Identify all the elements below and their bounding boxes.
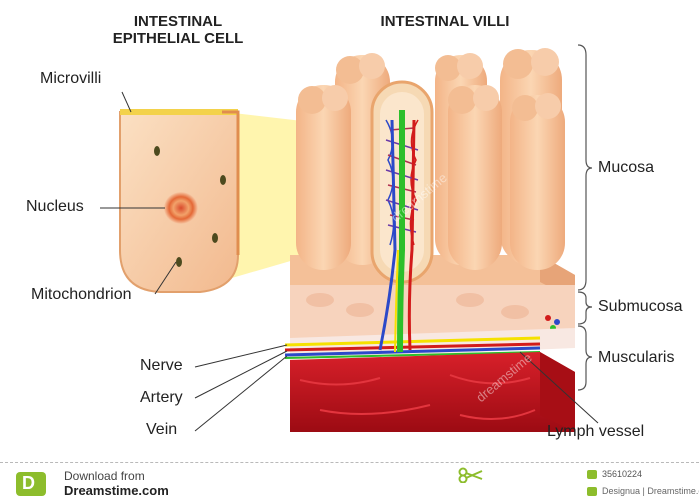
villus bbox=[510, 95, 565, 270]
villus bbox=[296, 85, 351, 270]
image-id-text: 35610224 bbox=[602, 469, 642, 479]
label-mitochondrion: Mitochondrion bbox=[31, 286, 132, 304]
dreamstime-logo-icon: D bbox=[16, 472, 46, 496]
download-from-text: Download from bbox=[64, 469, 145, 483]
label-muscularis: Muscularis bbox=[598, 349, 674, 367]
mitochondrion-shape-2 bbox=[220, 175, 226, 185]
label-artery: Artery bbox=[140, 389, 183, 407]
villi-title: INTESTINAL VILLI bbox=[360, 13, 530, 30]
logo-glyph: D bbox=[22, 473, 35, 494]
label-nerve: Nerve bbox=[140, 357, 183, 375]
label-mucosa: Mucosa bbox=[598, 159, 654, 177]
villus bbox=[448, 85, 502, 270]
layer-brackets bbox=[578, 45, 592, 390]
scissors-icon bbox=[458, 467, 484, 483]
copyright-icon bbox=[587, 487, 597, 496]
copyright-text: Designua | Dreamstime.com bbox=[587, 486, 699, 496]
site-name-link[interactable]: Dreamstime.com bbox=[64, 483, 169, 498]
label-lymph-vessel: Lymph vessel bbox=[547, 423, 644, 441]
mitochondrion-shape bbox=[154, 146, 160, 156]
footer-bar: D Download from Dreamstime.com 35610224 … bbox=[0, 462, 699, 502]
id-icon bbox=[587, 470, 597, 479]
label-nucleus: Nucleus bbox=[26, 198, 84, 216]
nucleus-shape bbox=[164, 192, 198, 224]
label-vein: Vein bbox=[146, 421, 177, 439]
villi-group bbox=[296, 48, 565, 282]
muscularis-block bbox=[290, 352, 575, 432]
label-submucosa: Submucosa bbox=[598, 298, 683, 316]
mitochondrion-shape-3 bbox=[176, 257, 182, 267]
copyright-value: Designua | Dreamstime.com bbox=[602, 486, 699, 496]
image-id: 35610224 bbox=[587, 469, 642, 479]
mitochondrion-shape-4 bbox=[212, 233, 218, 243]
cell-title: INTESTINAL EPITHELIAL CELL bbox=[88, 13, 268, 47]
epithelial-cell bbox=[120, 112, 238, 292]
label-microvilli: Microvilli bbox=[40, 70, 101, 88]
